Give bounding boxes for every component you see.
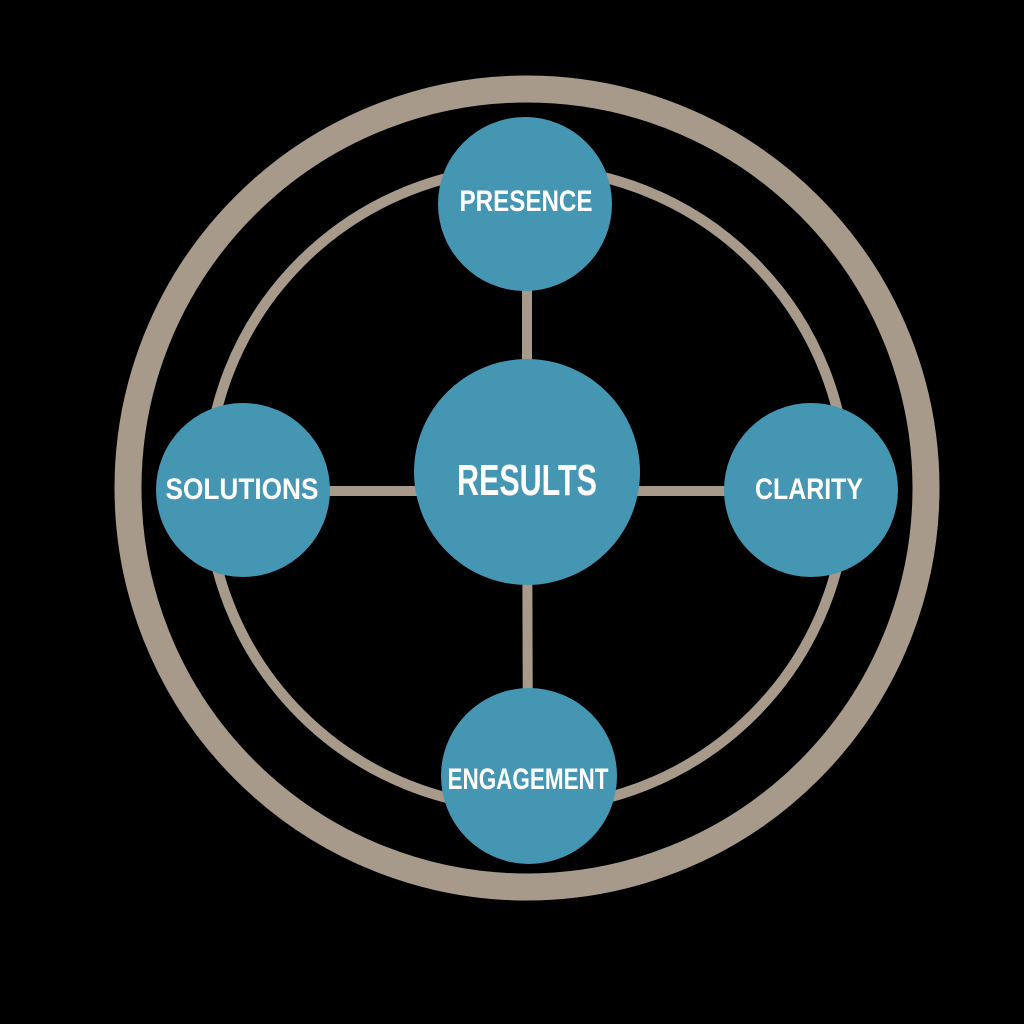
- node-engagement-label: ENGAGEMENT: [448, 763, 609, 796]
- node-presence-label: PRESENCE: [460, 185, 593, 218]
- node-presence-circle: [438, 117, 612, 291]
- node-engagement-circle: [441, 688, 617, 864]
- outer-ring: [114, 75, 940, 901]
- node-solutions-label: SOLUTIONS: [166, 473, 319, 506]
- node-clarity-circle: [724, 403, 898, 577]
- node-results-label: RESULTS: [457, 456, 597, 505]
- node-solutions-circle: [156, 403, 330, 577]
- node-results-circle: [414, 359, 640, 585]
- node-clarity-label: CLARITY: [755, 473, 863, 506]
